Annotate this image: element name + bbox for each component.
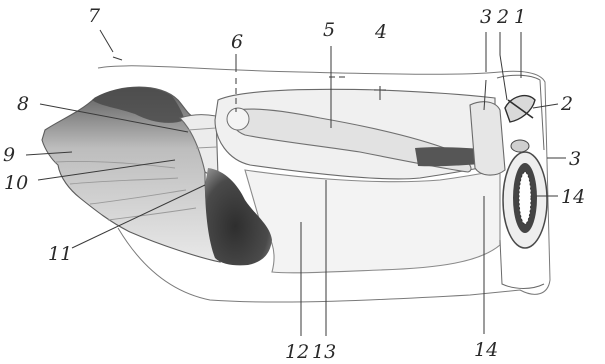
callout-label-4: 4 xyxy=(374,21,387,43)
cross-section-lumen xyxy=(519,172,531,224)
callout-label-14-bottom: 14 xyxy=(474,339,498,361)
callout-label-12: 12 xyxy=(285,341,309,363)
callout-label-6: 6 xyxy=(231,31,243,53)
callout-label-2-top: 2 xyxy=(496,6,509,28)
small-node xyxy=(511,140,529,152)
leader-line-2-top xyxy=(500,32,507,100)
callout-label-13: 13 xyxy=(312,341,336,363)
callout-label-5: 5 xyxy=(323,19,335,41)
callout-label-9: 9 xyxy=(3,144,15,166)
callout-label-3-top: 3 xyxy=(480,6,492,28)
callout-label-10: 10 xyxy=(4,172,28,194)
callout-label-14-right: 14 xyxy=(561,186,585,208)
callout-label-11: 11 xyxy=(48,243,72,265)
callout-label-3-right: 3 xyxy=(569,148,581,170)
leader-line-7 xyxy=(100,30,122,60)
lobed-mass xyxy=(42,87,220,262)
callout-label-8: 8 xyxy=(17,93,29,115)
callout-label-1-top: 1 xyxy=(514,6,526,28)
inner-lobe-cap xyxy=(227,108,249,130)
right-upper-structure xyxy=(470,102,505,175)
callout-label-7: 7 xyxy=(88,5,101,27)
lower-body-region xyxy=(245,170,500,273)
callout-label-2-right: 2 xyxy=(560,93,573,115)
